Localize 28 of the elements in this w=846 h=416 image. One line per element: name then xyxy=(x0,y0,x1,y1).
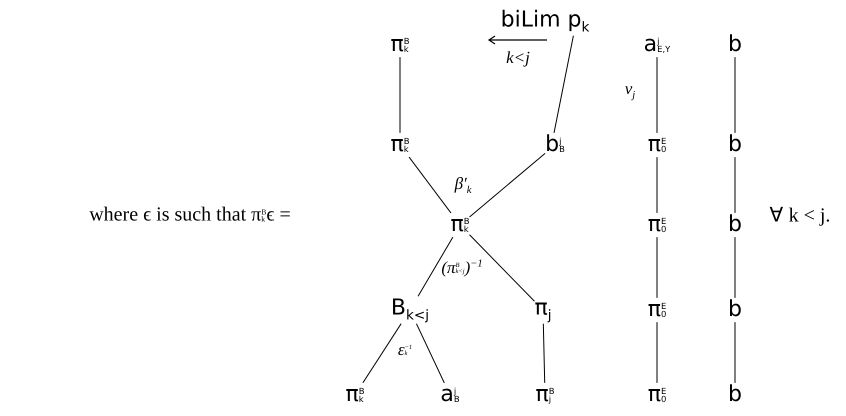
connector-line xyxy=(418,236,454,297)
formula-text: ∀ k < j. xyxy=(770,204,830,228)
connector-line xyxy=(469,152,546,218)
math-symbol: b xyxy=(728,32,742,58)
connector-line xyxy=(416,323,445,384)
math-symbol: b xyxy=(728,132,742,158)
math-symbol: biLim p$_{k}$ xyxy=(500,8,590,36)
connector-line xyxy=(542,323,546,384)
connector-line xyxy=(734,236,736,298)
cell-label: β′$_{k}$ xyxy=(454,174,472,196)
connector-line xyxy=(469,234,535,302)
connector-line xyxy=(734,56,736,134)
cell-label: ν$_{j}$ xyxy=(624,78,636,102)
connector-line xyxy=(734,322,736,384)
connector-line xyxy=(362,323,402,384)
connector-line xyxy=(734,156,736,214)
connector-line xyxy=(656,56,658,134)
math-symbol: π$_{j}$ xyxy=(534,296,552,324)
connector-line xyxy=(656,322,658,384)
connector-line xyxy=(656,236,658,298)
connector-line xyxy=(656,156,658,214)
limit-index: k<j xyxy=(506,48,530,68)
connector-line xyxy=(554,35,574,134)
connector-line xyxy=(408,156,452,214)
math-symbol: b xyxy=(728,298,742,322)
math-symbol: b xyxy=(728,382,742,408)
math-symbol: B$_{k<j}$ xyxy=(390,296,430,324)
math-symbol: b xyxy=(728,212,742,238)
